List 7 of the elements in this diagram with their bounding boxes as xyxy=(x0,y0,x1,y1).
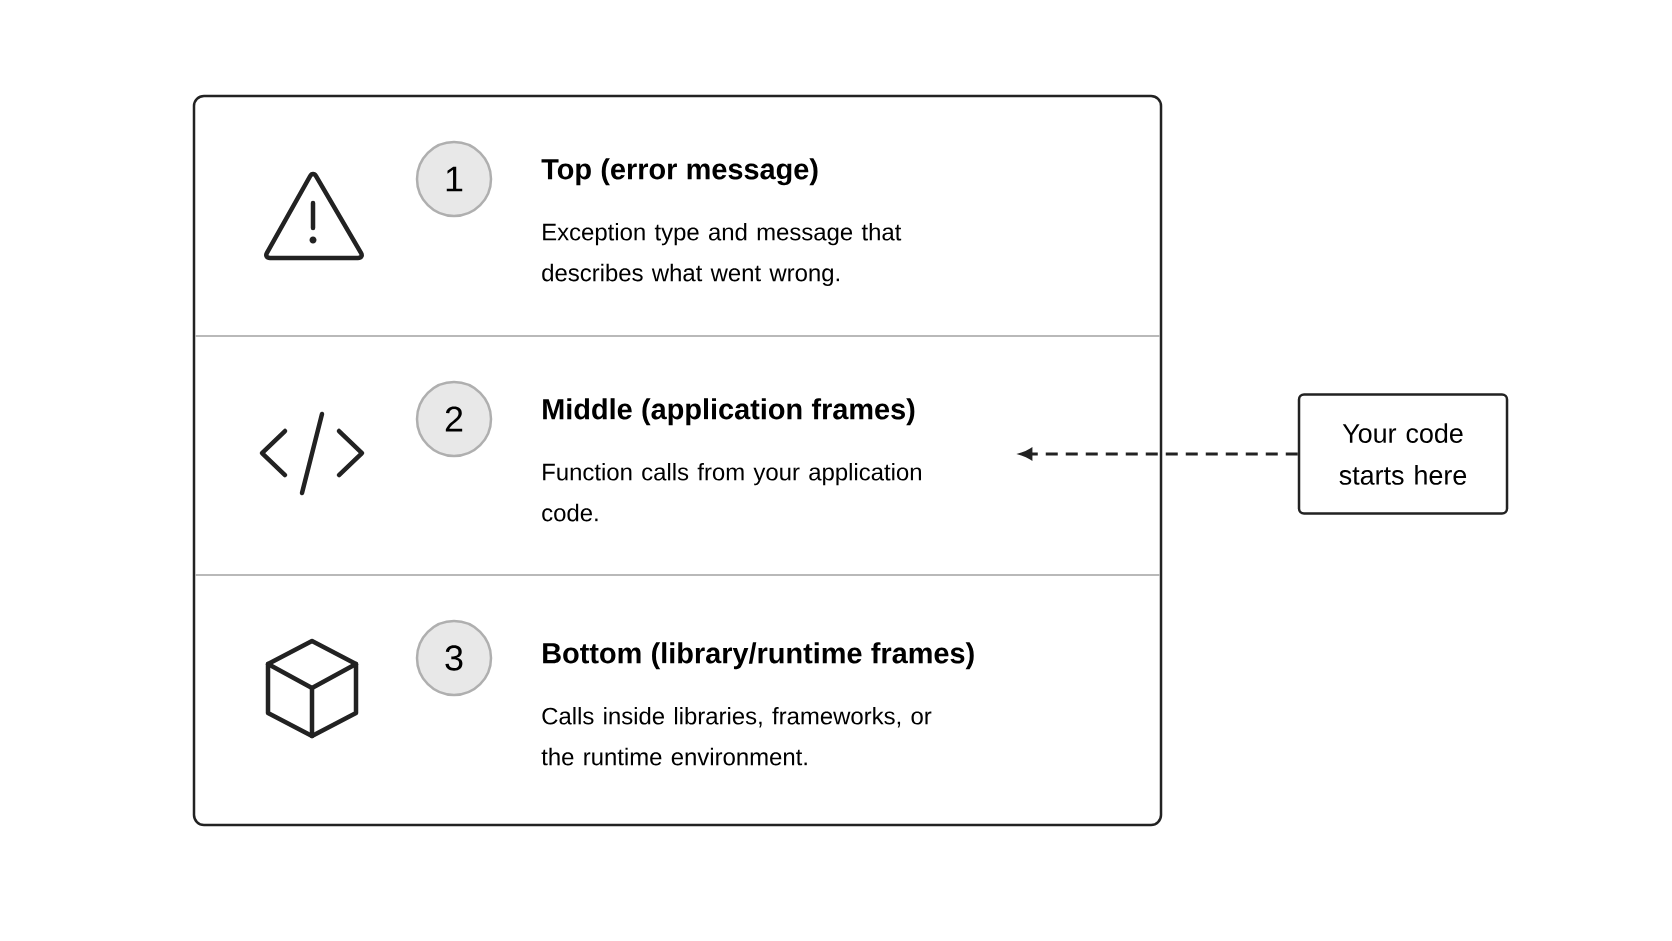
row-title: Top (error message) xyxy=(541,158,818,186)
row-description: Calls inside libraries, frameworks, or the runtime environment. xyxy=(541,707,932,766)
callout-box: Your code starts here xyxy=(1297,393,1509,515)
row-description: Exception type and message that describes what went wrong. xyxy=(542,223,902,287)
row-description: Function calls from your application code. xyxy=(542,463,921,522)
row-title: Middle (application frames) xyxy=(543,398,915,426)
row-title: Bottom (library/runtime frames) xyxy=(543,642,974,670)
